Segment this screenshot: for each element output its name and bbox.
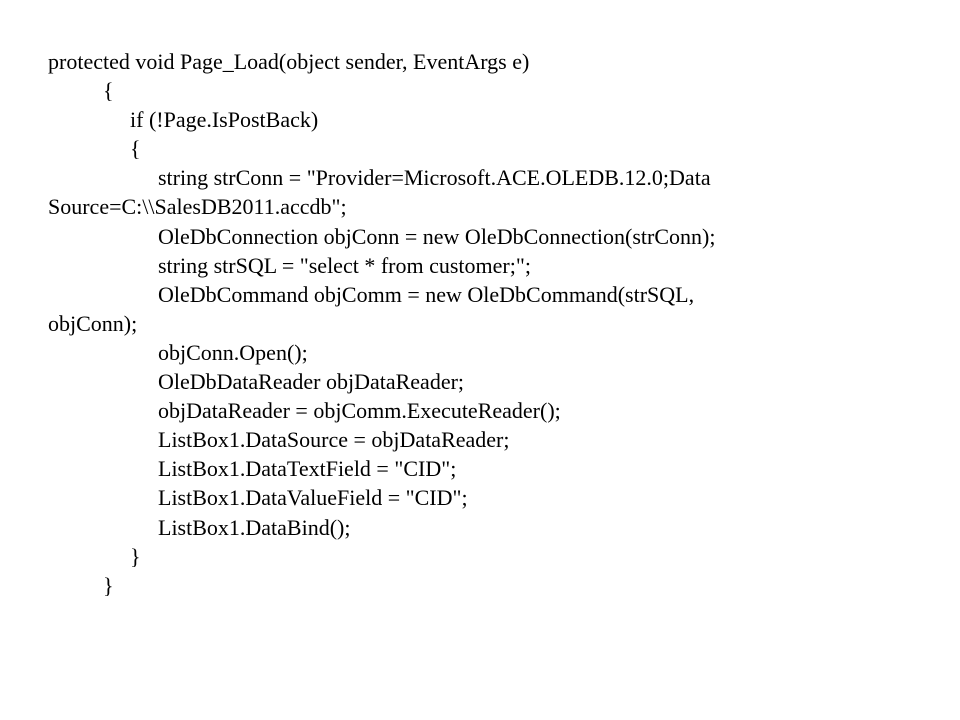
code-line: { [103,78,114,104]
code-line: } [103,572,114,598]
code-line: { [130,136,141,162]
code-line: protected void Page_Load(object sender, … [48,49,530,74]
code-line: string strConn = "Provider=Microsoft.ACE… [158,165,711,191]
code-line: objConn); [48,310,138,336]
code-line: } [130,543,141,569]
code-line: OleDbCommand objComm = new OleDbCommand(… [158,281,695,307]
code-line: OleDbDataReader objDataReader; [158,369,465,395]
code-line: if (!Page.IsPostBack) [130,107,319,133]
code-line: ListBox1.DataSource = objDataReader; [158,427,510,453]
code-line: OleDbConnection objConn = new OleDbConne… [158,223,716,249]
code-line: Source=C:\\SalesDB2011.accdb"; [48,194,347,220]
code-line: objConn.Open(); [158,339,308,365]
code-line: ListBox1.DataValueField = "CID"; [158,485,468,511]
code-block: protected void Page_Load(object sender, … [48,47,928,600]
code-line: string strSQL = "select * from customer;… [158,252,531,278]
code-line: objDataReader = objComm.ExecuteReader(); [158,398,561,424]
code-line: ListBox1.DataBind(); [158,514,351,540]
code-line: ListBox1.DataTextField = "CID"; [158,456,457,482]
